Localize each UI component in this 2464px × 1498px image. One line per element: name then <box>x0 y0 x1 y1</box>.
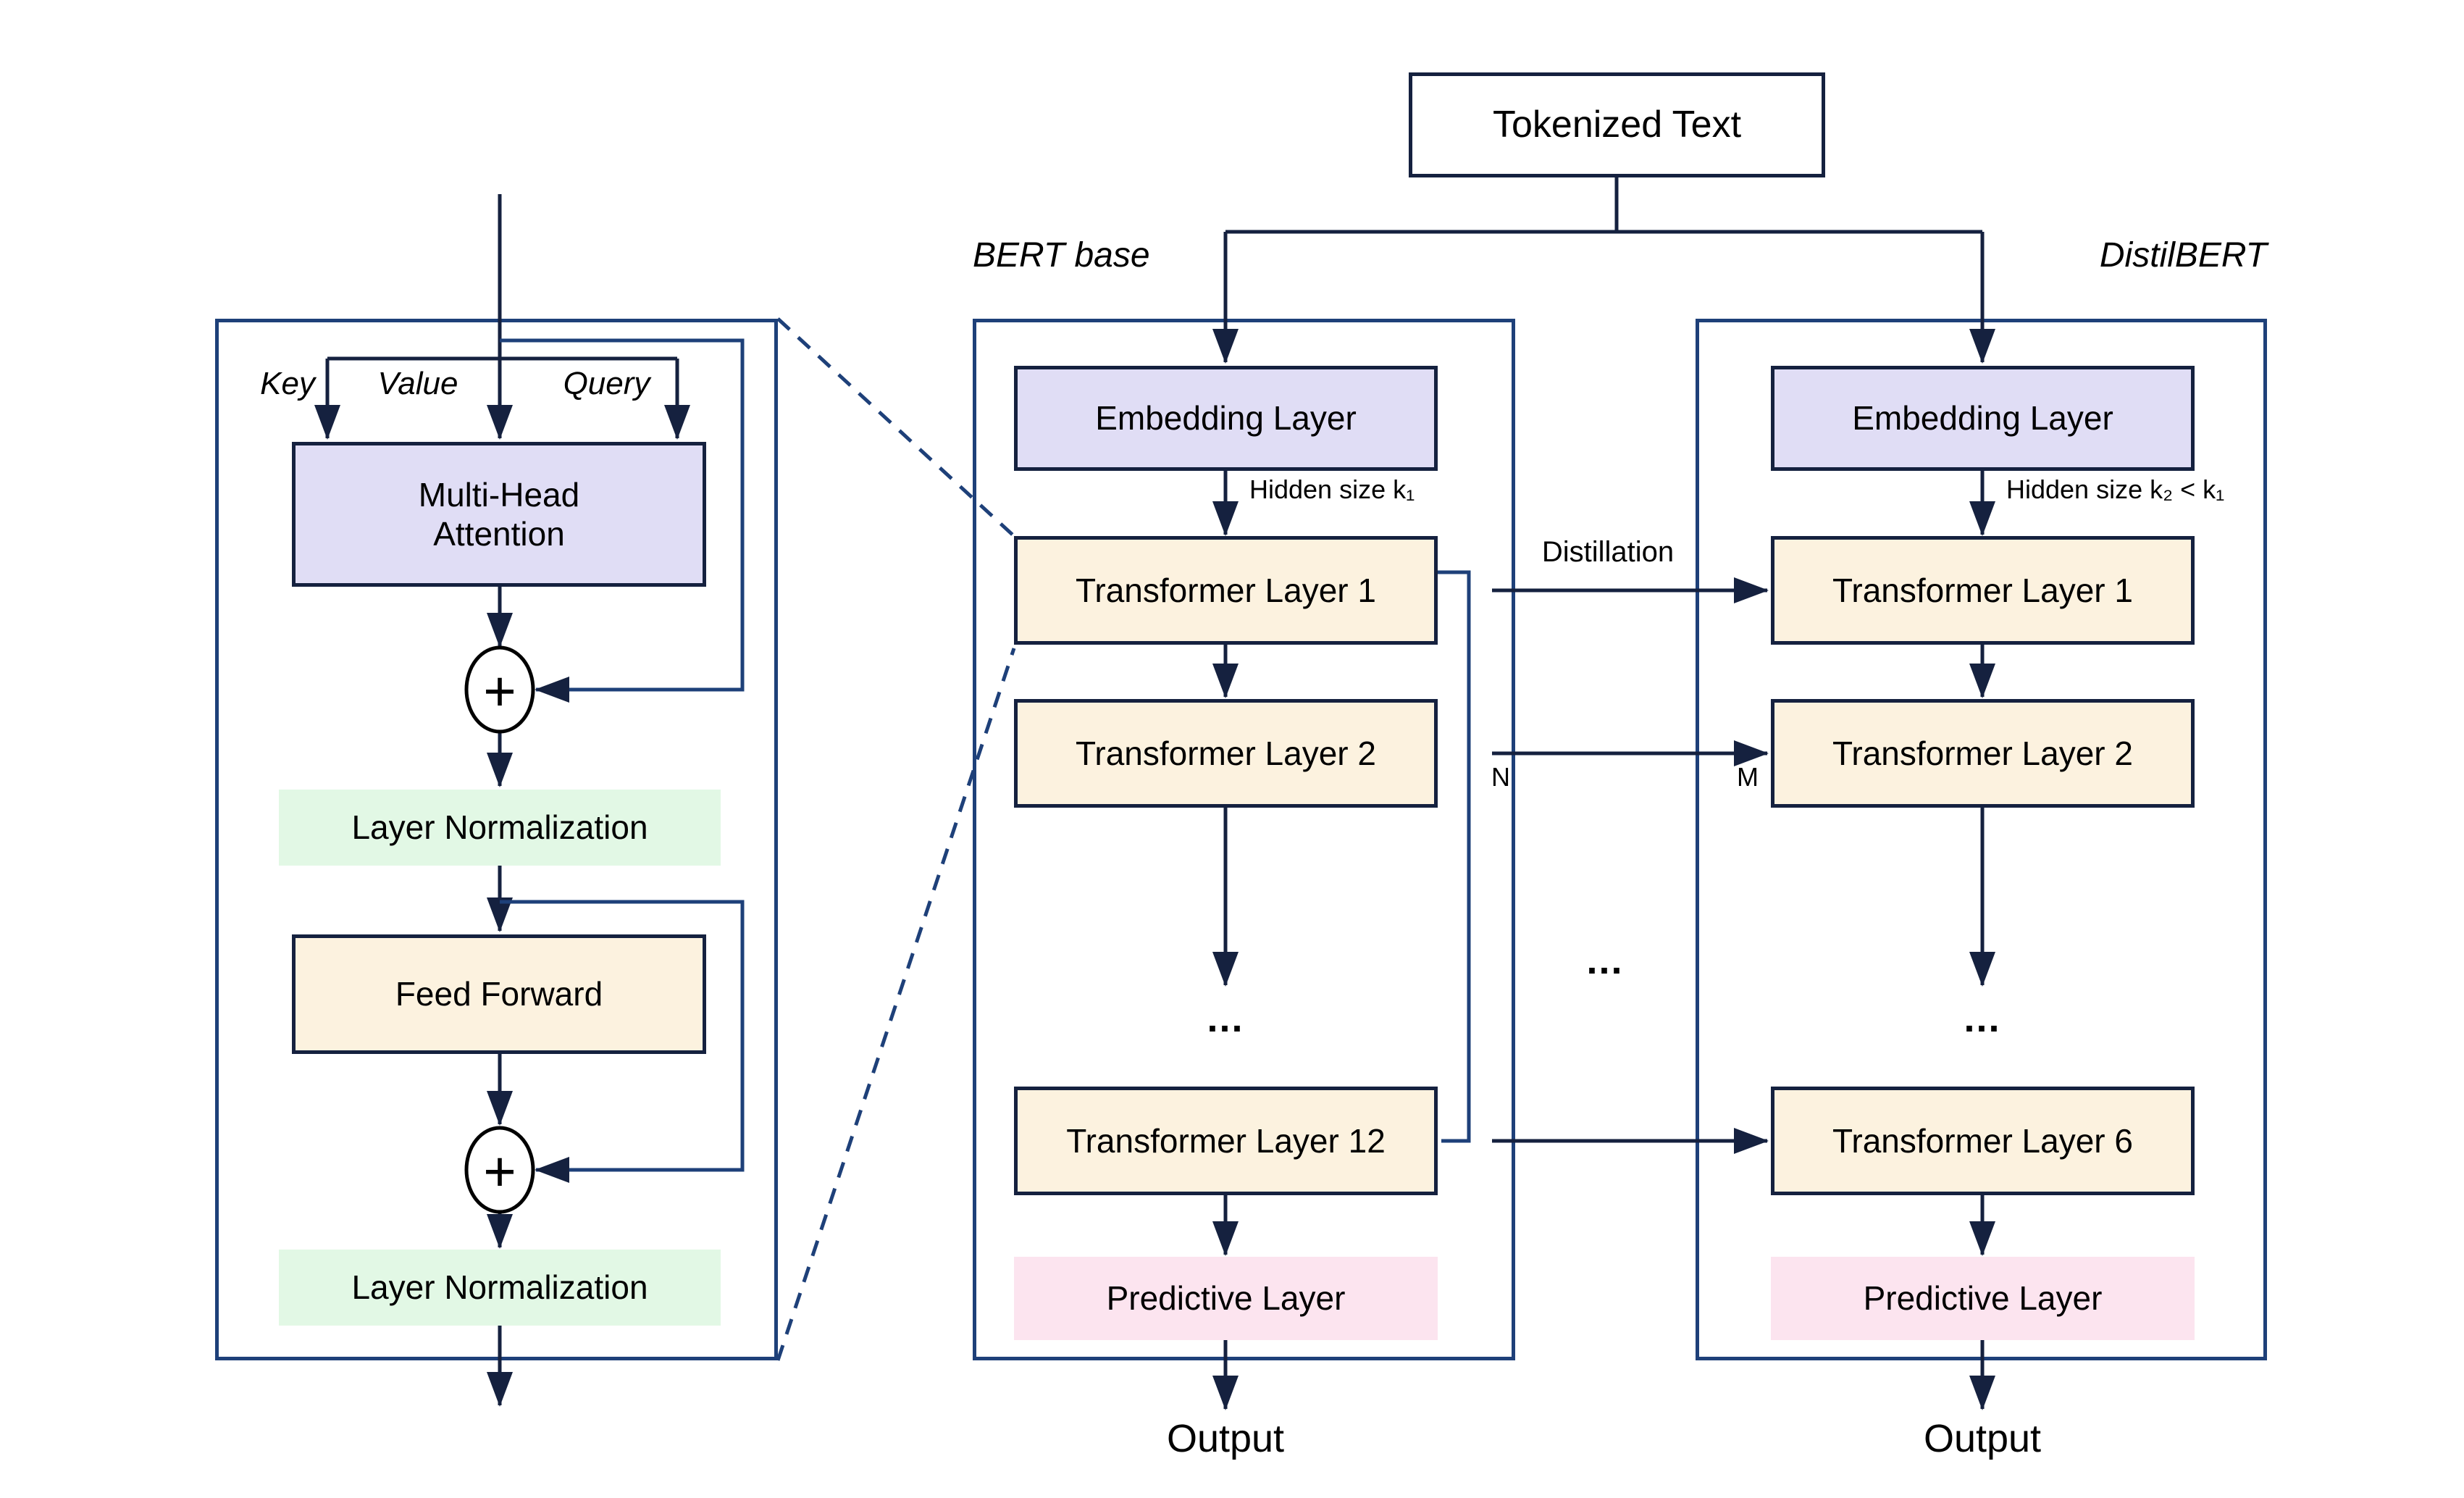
bert-embedding-label: Embedding Layer <box>1095 399 1357 438</box>
tokenized-text-box: Tokenized Text <box>1409 72 1825 177</box>
bert-predictive-layer-box: Predictive Layer <box>1014 1257 1438 1340</box>
multi-head-attention-box: Multi-Head Attention <box>292 442 706 587</box>
value-label: Value <box>377 366 458 401</box>
bert-transformer-layer-12-box: Transformer Layer 12 <box>1014 1087 1438 1195</box>
distilbert-predictive-layer-label: Predictive Layer <box>1863 1279 2103 1318</box>
distilbert-output-label: Output <box>1923 1417 2042 1460</box>
bert-tl1-tl12-bracket-line <box>1438 570 1471 1143</box>
bert-transformer-layer-1-label: Transformer Layer 1 <box>1076 571 1376 609</box>
layer-normalization-1-label: Layer Normalization <box>351 808 648 847</box>
distillation-label: Distillation <box>1541 536 1675 568</box>
m-label: M <box>1737 762 1759 792</box>
add-symbol-1: + <box>483 659 516 723</box>
bert-predictive-layer-label: Predictive Layer <box>1106 1279 1346 1318</box>
distilbert-transformer-layer-6-label: Transformer Layer 6 <box>1832 1121 2133 1160</box>
feed-forward-label: Feed Forward <box>395 975 603 1013</box>
feed-forward-box: Feed Forward <box>292 934 706 1054</box>
bert-embedding-box: Embedding Layer <box>1014 366 1438 471</box>
distilbert-embedding-box: Embedding Layer <box>1771 366 2195 471</box>
query-label: Query <box>563 366 650 401</box>
bert-transformer-layer-2-box: Transformer Layer 2 <box>1014 699 1438 808</box>
distilbert-title: DistilBERT <box>2099 236 2267 275</box>
layer-normalization-1-box: Layer Normalization <box>279 790 721 866</box>
bert-ellipsis: ... <box>1207 997 1244 1040</box>
distilbert-transformer-layer-2-label: Transformer Layer 2 <box>1832 734 2133 772</box>
bert-title: BERT base <box>973 236 1150 275</box>
multi-head-attention-label: Multi-Head Attention <box>418 475 580 553</box>
detail-zoom-dashed-bottom <box>776 648 1016 1361</box>
add-circle-2 <box>464 1126 535 1214</box>
bert-hidden-size-label: Hidden size k₁ <box>1249 474 1415 504</box>
tokenized-text-label: Tokenized Text <box>1492 103 1742 146</box>
distilbert-transformer-layer-1-box: Transformer Layer 1 <box>1771 536 2195 645</box>
n-label: N <box>1491 762 1510 792</box>
add-circle-1 <box>464 645 535 734</box>
bert-output-label: Output <box>1166 1417 1285 1460</box>
detail-zoom-dashed-top <box>776 317 1015 537</box>
residual-connection-1 <box>500 338 745 703</box>
distilbert-hidden-size-label: Hidden size k₂ < k₁ <box>2006 474 2225 504</box>
key-label: Key <box>260 366 315 401</box>
distilbert-predictive-layer-box: Predictive Layer <box>1771 1257 2195 1340</box>
bert-transformer-layer-2-label: Transformer Layer 2 <box>1076 734 1376 772</box>
add-symbol-2: + <box>483 1139 516 1203</box>
transformer-detail-panel <box>215 319 778 1360</box>
distilbert-transformer-layer-6-box: Transformer Layer 6 <box>1771 1087 2195 1195</box>
distilbert-embedding-label: Embedding Layer <box>1852 399 2113 438</box>
layer-normalization-2-label: Layer Normalization <box>351 1268 648 1307</box>
bert-panel <box>973 319 1515 1360</box>
distilbert-ellipsis: ... <box>1964 997 2001 1040</box>
channel-ellipsis: ... <box>1586 939 1624 982</box>
layer-normalization-2-box: Layer Normalization <box>279 1250 721 1326</box>
distilbert-transformer-layer-1-label: Transformer Layer 1 <box>1832 571 2133 609</box>
bert-transformer-layer-12-label: Transformer Layer 12 <box>1066 1121 1386 1160</box>
bert-transformer-layer-1-box: Transformer Layer 1 <box>1014 536 1438 645</box>
residual-connection-2 <box>500 900 745 1183</box>
distilbert-transformer-layer-2-box: Transformer Layer 2 <box>1771 699 2195 808</box>
